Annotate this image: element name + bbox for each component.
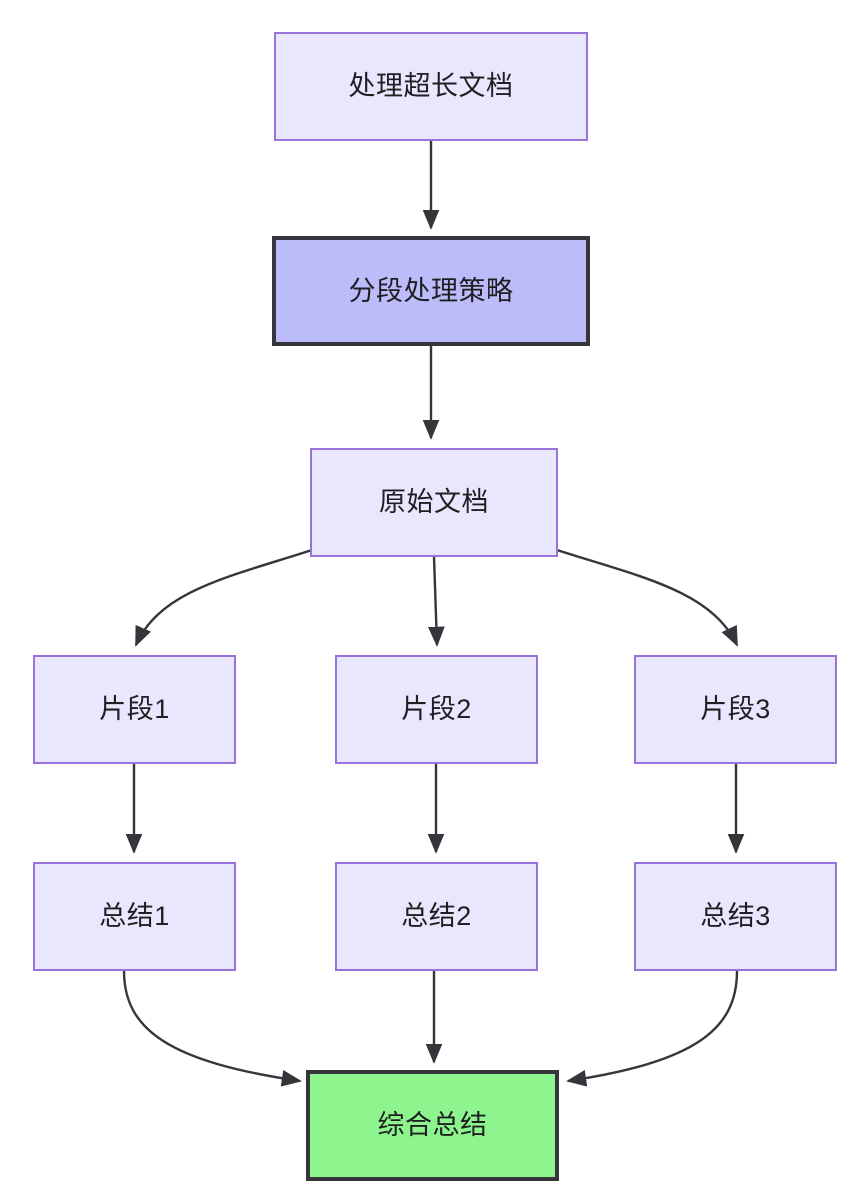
node-label: 片段1 (99, 694, 170, 725)
node-process-long-document[interactable]: 处理超长文档 (274, 32, 588, 141)
node-summary-2[interactable]: 总结2 (335, 862, 538, 971)
node-label: 处理超长文档 (348, 71, 514, 102)
node-label: 原始文档 (379, 487, 489, 518)
node-fragment-2[interactable]: 片段2 (335, 655, 538, 764)
edge-source-to-frag2 (427, 556, 445, 647)
node-source-document[interactable]: 原始文档 (310, 448, 558, 557)
node-label: 片段3 (700, 694, 771, 725)
node-label: 片段2 (401, 694, 472, 725)
node-comprehensive-summary[interactable]: 综合总结 (306, 1070, 559, 1181)
node-summary-3[interactable]: 总结3 (634, 862, 837, 971)
edge-source-to-frag3 (556, 548, 739, 647)
node-chunking-strategy[interactable]: 分段处理策略 (272, 236, 590, 346)
edge-sum1-to-final (122, 970, 302, 1087)
edge-source-to-frag1 (134, 548, 313, 647)
node-fragment-1[interactable]: 片段1 (33, 655, 236, 764)
node-label: 总结2 (401, 901, 472, 932)
node-fragment-3[interactable]: 片段3 (634, 655, 837, 764)
node-label: 总结1 (99, 901, 170, 932)
node-label: 综合总结 (377, 1110, 488, 1141)
node-label: 分段处理策略 (348, 275, 514, 306)
edge-sum3-to-final (566, 970, 739, 1087)
node-label: 总结3 (700, 901, 771, 932)
node-summary-1[interactable]: 总结1 (33, 862, 236, 971)
